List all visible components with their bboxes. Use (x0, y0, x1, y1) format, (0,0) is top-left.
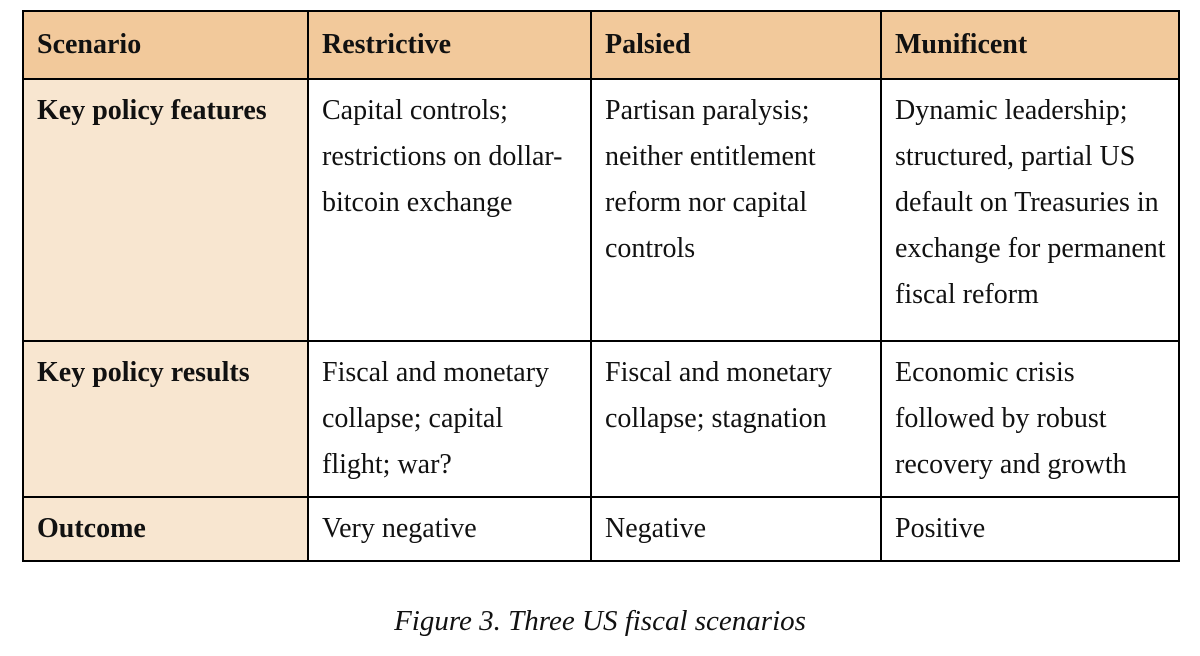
row-label-outcome: Outcome (22, 496, 309, 562)
table-row-key-policy-results: Key policy results Fiscal and monetary c… (22, 340, 1180, 498)
row-label-key-policy-features: Key policy features (22, 78, 309, 342)
cell-outcome-restrictive: Very negative (307, 496, 592, 562)
cell-features-munificent: Dynamic leadership; structured, partial … (880, 78, 1180, 342)
header-cell-palsied: Palsied (590, 10, 882, 80)
row-label-key-policy-results: Key policy results (22, 340, 309, 498)
table-header-row: Scenario Restrictive Palsied Munificent (22, 10, 1180, 80)
cell-results-restrictive: Fiscal and monetary collapse; capital fl… (307, 340, 592, 498)
cell-outcome-munificent: Positive (880, 496, 1180, 562)
table-row-key-policy-features: Key policy features Capital controls; re… (22, 78, 1180, 342)
header-cell-restrictive: Restrictive (307, 10, 592, 80)
header-cell-munificent: Munificent (880, 10, 1180, 80)
cell-outcome-palsied: Negative (590, 496, 882, 562)
fiscal-scenarios-table: Scenario Restrictive Palsied Munificent … (22, 10, 1180, 562)
cell-results-palsied: Fiscal and monetary collapse; stagnation (590, 340, 882, 498)
figure-caption: Figure 3. Three US fiscal scenarios (394, 605, 806, 637)
table-row-outcome: Outcome Very negative Negative Positive (22, 496, 1180, 562)
cell-features-restrictive: Capital controls; restrictions on dollar… (307, 78, 592, 342)
cell-results-munificent: Economic crisis followed by robust recov… (880, 340, 1180, 498)
header-cell-scenario: Scenario (22, 10, 309, 80)
cell-features-palsied: Partisan paralysis; neither entitlement … (590, 78, 882, 342)
